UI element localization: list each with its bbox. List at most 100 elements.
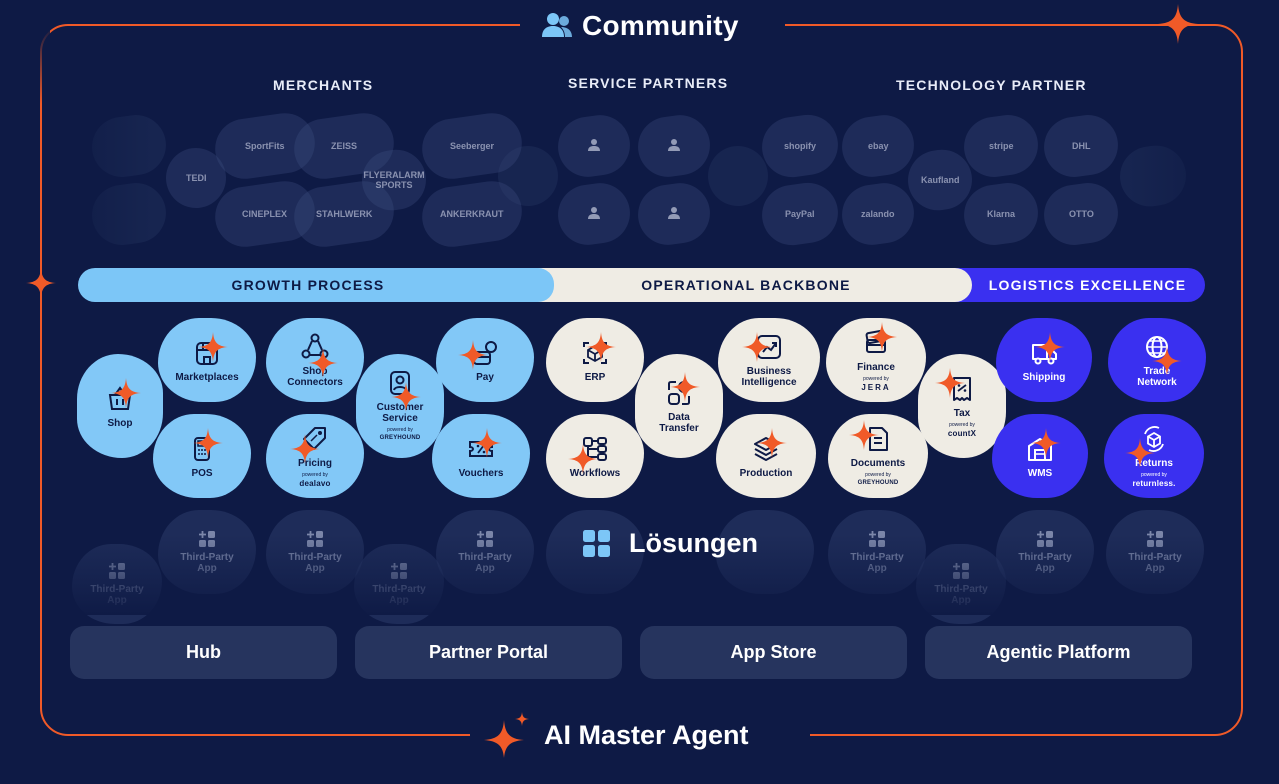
sparkle-icon [586, 331, 616, 362]
user-add-icon [588, 139, 600, 151]
workflow-icon [583, 436, 607, 461]
module-workflows[interactable]: Workflows [546, 414, 644, 498]
sparkle-icon [1031, 427, 1061, 458]
users-icon [542, 13, 572, 37]
third-party-label: Third-Party App [180, 552, 234, 574]
module-documents[interactable]: Documents powered by GREYHOUND [828, 414, 928, 498]
module-label: Documents [850, 457, 906, 469]
module-label: Customer Service [376, 402, 424, 424]
user-add-icon [668, 207, 680, 219]
module-data-transfer[interactable]: Data Transfer [635, 354, 723, 458]
module-marketplaces[interactable]: Marketplaces [158, 318, 256, 402]
sparkle-icon [111, 377, 141, 408]
app-grid-icon [391, 563, 407, 579]
app-grid-icon [307, 531, 323, 547]
app-grid-icon [109, 563, 125, 579]
module-shop[interactable]: Shop [77, 354, 163, 458]
module-label: Production [739, 467, 793, 479]
third-party-app-slot[interactable]: Third-Party App [158, 510, 256, 594]
frame-gap-bottom [470, 716, 810, 756]
document-icon [869, 426, 888, 451]
module-vouchers[interactable]: Vouchers [432, 414, 530, 498]
powered-by-label: powered by [863, 375, 889, 382]
third-party-label: Third-Party App [90, 584, 144, 606]
module-label: Business Intelligence [741, 366, 797, 388]
logistics-excellence-bar: LOGISTICS EXCELLENCE [940, 268, 1205, 302]
sparkle-icon [757, 427, 787, 458]
module-pay[interactable]: Pay [436, 318, 534, 402]
sparkle-icon [391, 382, 421, 412]
erp-cube-icon [583, 341, 607, 364]
tax-receipt-icon [953, 376, 971, 401]
third-party-app-slot[interactable]: Third-Party App [916, 544, 1006, 624]
module-tax[interactable]: Tax powered by countX [918, 354, 1006, 458]
module-customer-service[interactable]: Customer Service powered by GREYHOUND [356, 354, 444, 458]
module-label: ERP [584, 371, 606, 383]
powered-by-label: powered by [865, 471, 891, 478]
module-finance[interactable]: Finance powered by JERA [826, 318, 926, 402]
module-pos[interactable]: POS [153, 414, 251, 498]
module-label: Shipping [1022, 371, 1066, 383]
sparkle-icon [458, 339, 488, 370]
module-label: POS [191, 467, 213, 479]
third-party-app-slot[interactable]: Third-Party App [436, 510, 534, 594]
powered-by-label: powered by [1141, 471, 1167, 478]
module-shop-connectors[interactable]: Shop Connectors [266, 318, 364, 402]
partner-brand: GREYHOUND [857, 479, 899, 486]
app-grid-icon [477, 531, 493, 547]
module-pricing[interactable]: Pricing powered by dealavo [266, 414, 364, 498]
third-party-app-slot[interactable]: Third-Party App [72, 544, 162, 624]
sparkle-icon [193, 427, 223, 458]
hub-button[interactable]: Hub [70, 626, 337, 679]
third-party-label: Third-Party App [1128, 552, 1182, 574]
partner-portal-button[interactable]: Partner Portal [355, 626, 622, 679]
warehouse-icon [1028, 437, 1052, 461]
module-label: Trade Network [1137, 366, 1177, 388]
module-label: Shop [107, 417, 133, 429]
sparkle-icon [308, 348, 338, 378]
module-returns[interactable]: Returns powered by returnless. [1104, 414, 1204, 498]
module-label: Pay [476, 371, 494, 383]
third-party-app-slot[interactable]: Third-Party App [828, 510, 926, 594]
app-store-button[interactable]: App Store [640, 626, 907, 679]
app-grid-icon [953, 563, 969, 579]
returns-icon [1144, 425, 1164, 452]
module-trade-network[interactable]: Trade Network [1108, 318, 1206, 402]
third-party-label: Third-Party App [372, 584, 426, 606]
module-label: Tax [953, 407, 971, 419]
module-business-intelligence[interactable]: Business Intelligence [718, 318, 820, 402]
partner-brand: GREYHOUND [379, 435, 421, 441]
app-grid-icon [869, 531, 885, 547]
sparkle-icon [290, 433, 320, 464]
sparkle-icon [26, 268, 56, 298]
growth-process-bar: GROWTH PROCESS [78, 268, 554, 302]
sparkle-icon [1125, 437, 1155, 468]
app-grid-icon [1147, 531, 1163, 547]
agentic-platform-button[interactable]: Agentic Platform [925, 626, 1192, 679]
third-party-label: Third-Party App [850, 552, 904, 574]
app-grid-icon [1037, 531, 1053, 547]
module-label: Pricing [298, 457, 332, 469]
third-party-label: Third-Party App [288, 552, 342, 574]
module-label: Workflows [569, 467, 621, 479]
third-party-app-slot[interactable]: Third-Party App [996, 510, 1094, 594]
third-party-app-slot[interactable]: Third-Party App [1106, 510, 1204, 594]
module-erp[interactable]: ERP [546, 318, 644, 402]
grid-icon [583, 529, 610, 557]
frame-gap-top [520, 14, 785, 36]
module-label: Finance [857, 361, 895, 373]
sparkle-icon [867, 321, 897, 352]
module-shipping[interactable]: Shipping [996, 318, 1092, 402]
ai-master-agent-label: AI Master Agent [544, 719, 749, 750]
module-wms[interactable]: WMS [992, 414, 1088, 498]
third-party-app-slot[interactable]: Third-Party App [354, 544, 444, 624]
user-add-icon [668, 139, 680, 151]
app-grid-icon [199, 531, 215, 547]
module-label: Data Transfer [659, 412, 699, 434]
operational-backbone-bar: OPERATIONAL BACKBONE [520, 268, 972, 302]
module-production[interactable]: Production [716, 414, 816, 498]
module-label: WMS [1027, 467, 1053, 479]
third-party-app-slot[interactable]: Third-Party App [266, 510, 364, 594]
third-party-label: Third-Party App [1018, 552, 1072, 574]
module-label: Returns [1135, 457, 1173, 469]
